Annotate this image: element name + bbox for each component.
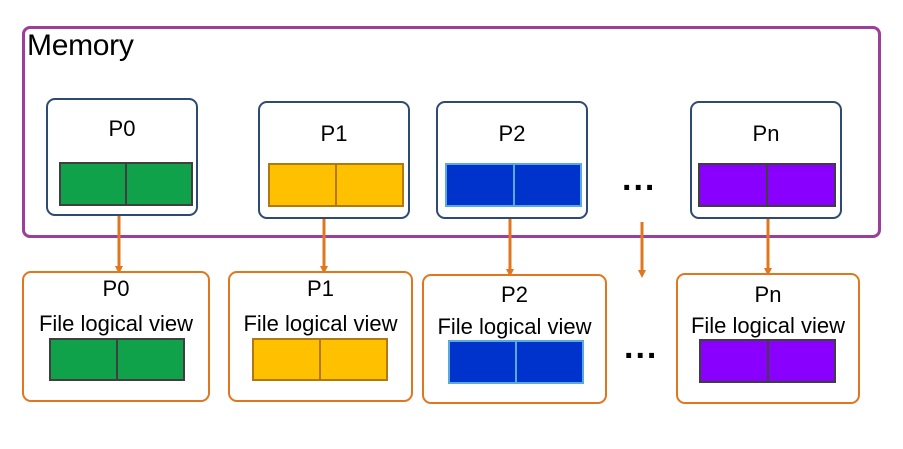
file-view-box-pn: Pn File logical view <box>676 273 860 404</box>
process-box-p0: P0 <box>46 98 198 216</box>
file-view-box-p0: P0 File logical view <box>22 271 210 402</box>
file-view-caption-p1: File logical view <box>243 311 398 336</box>
file-view-box-p1: P1 File logical view <box>228 271 413 402</box>
buffer-cell <box>335 165 402 205</box>
buffer-cell <box>701 341 767 381</box>
buffer-cell <box>116 340 183 379</box>
file-view-caption-p0: File logical view <box>38 311 194 336</box>
buffer-cell <box>254 340 319 379</box>
process-box-p2: P2 <box>436 101 588 219</box>
process-buffer-pn <box>698 163 836 207</box>
file-view-buffer-p0 <box>49 338 185 381</box>
process-buffer-p1 <box>268 163 404 207</box>
file-view-buffer-p2 <box>448 340 584 384</box>
process-label-pn: Pn <box>752 121 780 146</box>
buffer-cell <box>512 165 581 205</box>
memory-ellipsis: ... <box>622 160 657 198</box>
file-view-caption-pn: File logical view <box>690 313 846 338</box>
process-box-pn: Pn <box>690 101 842 219</box>
file-view-buffer-p1 <box>252 338 388 381</box>
file-view-title-p0: P0 <box>102 276 130 301</box>
buffer-cell <box>319 340 386 379</box>
buffer-cell <box>515 342 582 382</box>
file-view-title-p1: P1 <box>307 276 334 301</box>
buffer-cell <box>766 341 835 381</box>
buffer-cell <box>766 165 834 205</box>
process-label-p0: P0 <box>108 116 136 141</box>
process-label-p2: P2 <box>498 121 526 146</box>
buffer-cell <box>51 340 116 379</box>
file-view-title-p2: P2 <box>501 282 528 307</box>
memory-title: Memory <box>27 29 134 62</box>
process-buffer-p2 <box>445 163 582 207</box>
process-box-p1: P1 <box>258 101 410 219</box>
process-label-p1: P1 <box>320 121 348 146</box>
file-view-ellipsis: ... <box>624 328 659 366</box>
buffer-cell <box>125 164 191 204</box>
file-view-caption-p2: File logical view <box>437 314 592 339</box>
file-view-buffer-pn <box>699 339 836 383</box>
process-buffer-p0 <box>59 162 193 206</box>
file-view-title-pn: Pn <box>754 282 782 307</box>
buffer-cell <box>450 342 515 382</box>
file-view-box-p2: P2 File logical view <box>422 274 607 404</box>
